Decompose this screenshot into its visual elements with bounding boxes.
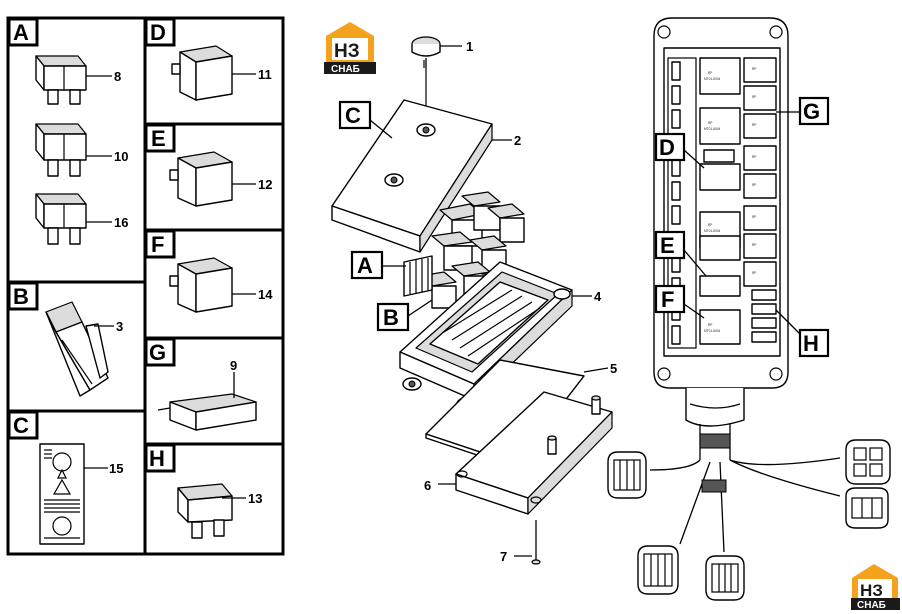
svg-text:RP: RP [752, 215, 756, 219]
callout-14: 14 [258, 287, 273, 302]
panel-d-letter: D [150, 20, 166, 45]
harness-connector-bottom-right-icon [705, 555, 745, 601]
svg-text:RP: RP [708, 323, 712, 327]
panel-e-letter: E [151, 126, 166, 151]
panel-h-fuse: 13 [177, 483, 262, 539]
svg-text:RP: RP [752, 243, 756, 247]
wiring-tag-f: F [661, 287, 674, 312]
wiring-tag-g: G [803, 99, 820, 124]
wiring-tag-e: E [660, 233, 675, 258]
callout-2: 2 [514, 133, 521, 148]
callout-12: 12 [258, 177, 272, 192]
svg-text:RP: RP [708, 223, 712, 227]
fuse-box-cover-icon [331, 99, 493, 253]
blade-fuse-10-icon [35, 123, 87, 177]
panel-g-module: 9 [157, 358, 257, 431]
panel-b-letter: B [13, 284, 29, 309]
panel-c-letter: C [13, 413, 29, 438]
wiring-view: RP MT01-6004 RP MT01-6004 RP MT01-6004 R… [607, 17, 891, 601]
harness-connector-left-icon [607, 451, 647, 499]
svg-text:RP: RP [752, 123, 756, 127]
exploded-tag-c: C [345, 103, 361, 128]
svg-text:RP: RP [752, 95, 756, 99]
logo-mark-top: НЗ [334, 41, 360, 62]
relay-14-icon [169, 257, 233, 313]
harness-connector-bottom-left-icon [637, 545, 679, 595]
svg-text:RP: RP [752, 271, 756, 275]
blade-fuse-16-icon [35, 193, 87, 245]
module-9-icon [157, 393, 257, 431]
logo-mark-bottom: НЗ [860, 581, 883, 600]
callout-13: 13 [248, 491, 262, 506]
exploded-view: 1 2 [331, 36, 617, 565]
panel-h-letter: H [149, 446, 165, 471]
callout-1: 1 [466, 39, 473, 54]
callout-6: 6 [424, 478, 431, 493]
harness-connector-right-bottom-icon [845, 487, 889, 529]
knob-icon [411, 36, 441, 68]
panel-a-fuses: 8 10 16 [35, 55, 128, 245]
relay-11-icon [171, 45, 233, 101]
fuse-puller-icon [45, 301, 109, 397]
svg-text:RP: RP [708, 71, 712, 75]
svg-text:RP: RP [708, 121, 712, 125]
relay-blocks-middle: RP MT01-6004 RP MT01-6004 RP MT01-6004 R… [699, 57, 741, 345]
brand-logo-top: НЗ СНАБ [324, 22, 376, 75]
panel-b-fuse-puller: 3 [45, 301, 123, 397]
relay-blocks-right: RP RP RP RP RP RP RP RP [743, 57, 777, 343]
svg-text:MT01-6004: MT01-6004 [704, 77, 721, 81]
label-sticker-icon [39, 443, 85, 545]
svg-text:RP: RP [752, 155, 756, 159]
svg-text:MT01-6004: MT01-6004 [704, 127, 721, 131]
callout-15: 15 [109, 461, 123, 476]
blade-fuse-13-icon [177, 483, 233, 539]
wiring-tag-h: H [803, 331, 819, 356]
svg-text:RP: RP [752, 67, 756, 71]
panel-f-letter: F [151, 232, 164, 257]
blade-fuse-8-icon [35, 55, 87, 105]
callout-9: 9 [230, 358, 237, 373]
svg-text:RP: RP [752, 183, 756, 187]
exploded-tag-b: B [383, 305, 399, 330]
callout-3: 3 [116, 319, 123, 334]
panel-e-relay: 12 [169, 151, 272, 207]
callout-5: 5 [610, 361, 617, 376]
callout-8: 8 [114, 69, 121, 84]
panel-a-letter: A [13, 20, 29, 45]
bottom-plate-icon [455, 391, 613, 515]
callout-7: 7 [500, 549, 507, 564]
svg-text:MT01-6004: MT01-6004 [704, 229, 721, 233]
panel-c-label: 15 [39, 443, 123, 545]
exploded-tag-a: A [357, 253, 373, 278]
panel-d-relay: 11 [171, 45, 272, 101]
callout-10: 10 [114, 149, 128, 164]
screw-icon [531, 520, 541, 565]
harness-connector-right-top-icon [845, 439, 891, 485]
relay-12-icon [169, 151, 233, 207]
wiring-tag-d: D [659, 135, 675, 160]
logo-caption-bottom: СНАБ [857, 600, 886, 611]
brand-logo-bottom: НЗ СНАБ [851, 564, 900, 611]
callout-4: 4 [594, 289, 602, 304]
panel-g-letter: G [149, 340, 166, 365]
callout-16: 16 [114, 215, 128, 230]
panel-letter-tags: A B C D E F G H [7, 17, 176, 473]
logo-caption-top: СНАБ [331, 64, 360, 75]
panel-f-relay: 14 [169, 257, 273, 313]
callout-11: 11 [258, 67, 272, 82]
svg-text:MT01-6004: MT01-6004 [704, 329, 721, 333]
relay-cluster-icon [403, 191, 525, 309]
